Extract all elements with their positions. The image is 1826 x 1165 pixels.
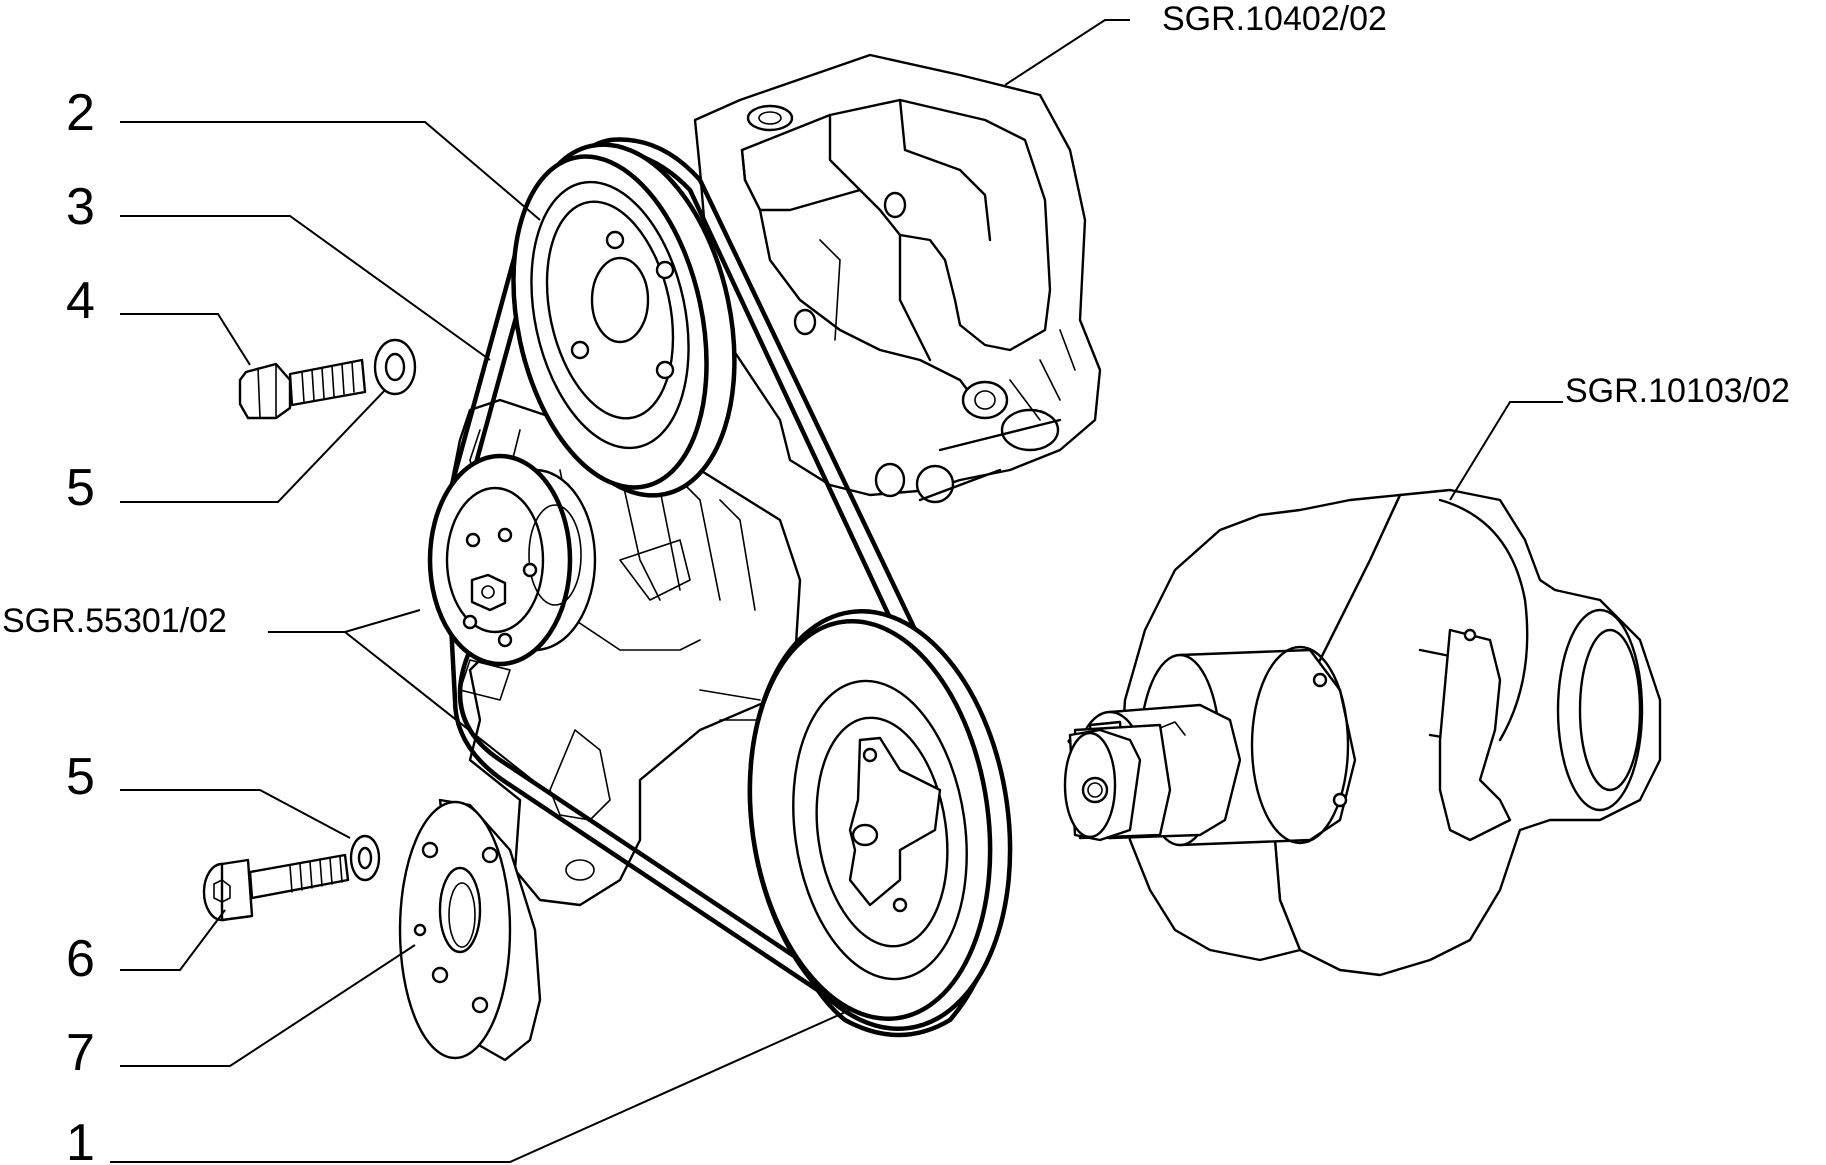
ref-water-pump-alternator: SGR.55301/02 [2, 602, 227, 640]
label-item-5-upper: 5 [66, 459, 95, 517]
crankshaft [1063, 488, 1662, 977]
bolt-socket-item-6 [202, 853, 350, 922]
ref-crankshaft: SGR.10103/02 [1565, 372, 1790, 410]
label-item-4: 4 [66, 272, 95, 330]
crankshaft-pulley [747, 609, 1013, 1031]
label-item-7: 7 [66, 1024, 95, 1082]
power-steering-pump [693, 53, 1102, 504]
alternator-pulley [427, 453, 597, 667]
washer-lower-item-5 [349, 834, 381, 882]
label-item-3: 3 [66, 178, 95, 236]
label-item-6: 6 [66, 930, 95, 988]
leader-lines [110, 19, 1563, 1163]
hub-flange-item-7 [398, 798, 542, 1062]
ref-power-steering-pump: SGR.10402/02 [1162, 0, 1387, 38]
label-item-5-lower: 5 [66, 748, 95, 806]
washer-upper-item-5 [373, 338, 417, 396]
label-item-2: 2 [66, 84, 95, 142]
power-steering-pulley [511, 142, 737, 498]
label-item-1: 1 [66, 1114, 95, 1165]
bolt-hex-item-4 [238, 358, 367, 420]
